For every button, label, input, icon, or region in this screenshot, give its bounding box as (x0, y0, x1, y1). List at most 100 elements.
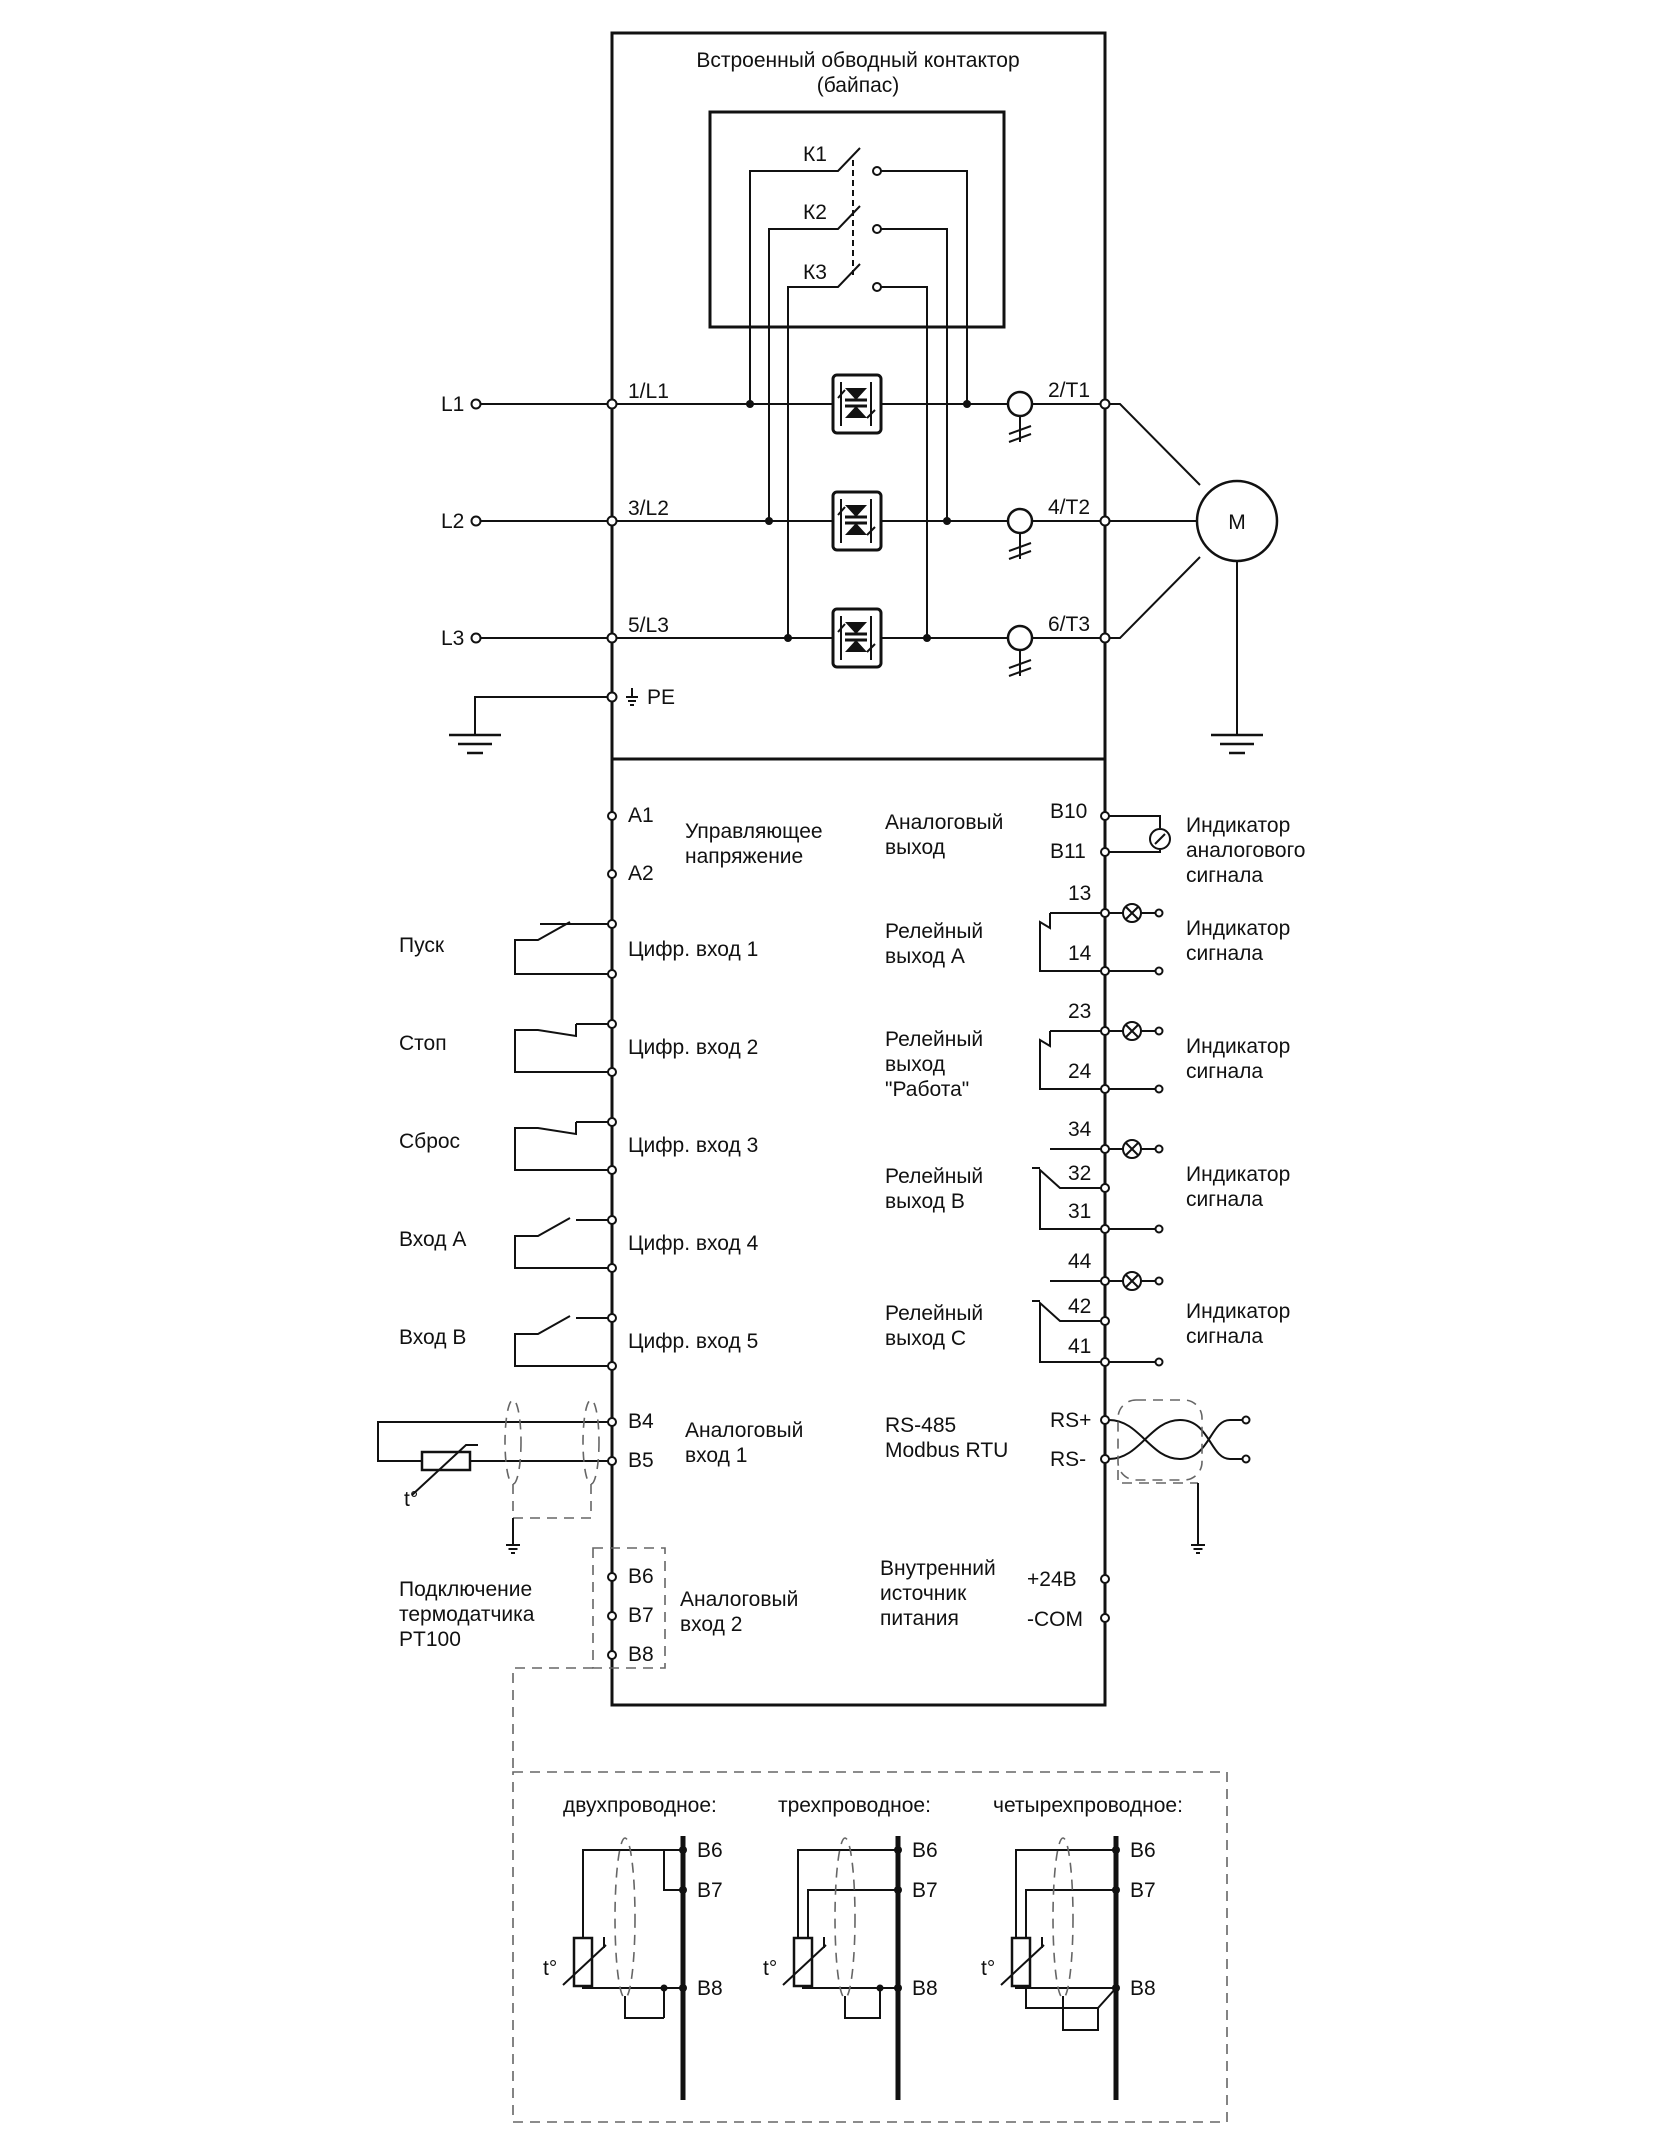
digital-input-3-label: Цифр. вход 3 (628, 1134, 758, 1157)
l3-label: L3 (441, 627, 464, 650)
digital-input-1-label: Цифр. вход 1 (628, 938, 758, 961)
four-wire-sensor-icon (1010, 1936, 1032, 1988)
b8-label: B8 (628, 1643, 654, 1666)
indicator-b-label-1: Индикатор (1186, 1163, 1290, 1186)
analog-input-1-label-1: Аналоговый (685, 1419, 803, 1442)
two-wire-variant: двухпроводное: B6 B7 B8 t° (543, 1794, 723, 2100)
two-wire-b7: B7 (697, 1879, 723, 1902)
input-3l2-label: 3/L2 (628, 497, 669, 520)
relay-b-label-2: выход В (885, 1190, 965, 1213)
internal-power-supply: Внутренний источник питания +24В -COM (880, 1557, 1110, 1631)
three-wire-b6: B6 (912, 1839, 938, 1862)
shield-ground-right-icon (1190, 1544, 1206, 1554)
b7-label: B7 (628, 1604, 654, 1627)
relay-c-label-2: выход С (885, 1327, 966, 1350)
phase-wires (476, 400, 1105, 642)
two-wire-label: двухпроводное: (563, 1794, 717, 1817)
pe-ground-icon (447, 733, 503, 755)
analog-input-2-label-2: вход 2 (680, 1613, 742, 1636)
pt100-label-1: Подключение (399, 1578, 532, 1601)
bypass-title: Встроенный обводный контактор (696, 49, 1019, 72)
a2-label: A2 (628, 862, 654, 885)
relay-run-label-3: "Работа" (885, 1078, 969, 1101)
contact-k2-label: К2 (803, 201, 827, 224)
psu-label-1: Внутренний (880, 1557, 996, 1580)
control-voltage-label-2: напряжение (685, 845, 803, 868)
contact-k3-label: К3 (803, 261, 827, 284)
indicator-run-label-2: сигнала (1186, 1060, 1263, 1083)
b10-label: B10 (1050, 800, 1087, 823)
thermistor-icon (420, 1450, 472, 1472)
digital-input-3: Сброс Цифр. вход 3 (399, 1117, 758, 1175)
shield-ground-left-icon (505, 1544, 521, 1554)
input-5l3-label: 5/L3 (628, 614, 669, 637)
thyristor-l1-icon (831, 373, 883, 435)
analog-output: Аналоговый выход B10 B11 Индикатор анало… (885, 800, 1305, 887)
supply-terminals: L1 L2 L3 1/L1 3/L2 5/L3 (441, 380, 669, 650)
analog-indicator-label-1: Индикатор (1186, 814, 1290, 837)
input-a-name: Вход А (399, 1228, 466, 1251)
output-4t2-label: 4/T2 (1048, 496, 1090, 519)
motor-ground-icon (1209, 733, 1265, 755)
plus24-label: +24В (1027, 1568, 1077, 1591)
relay-b-label-1: Релейный (885, 1165, 983, 1188)
pt100-label-3: PT100 (399, 1628, 461, 1651)
relay-output-c: Релейный выход С 44 42 41 Индикатор сигн… (885, 1250, 1290, 1367)
three-wire-variant: трехпроводное: B6 B7 B8 t° (763, 1794, 938, 2100)
input-stop-name: Стоп (399, 1032, 447, 1055)
signal-lamp-b-icon (1122, 1139, 1142, 1159)
rs485-port: RS-485 Modbus RTU RS+ RS- (885, 1399, 1251, 1554)
relay-c-label-1: Релейный (885, 1302, 983, 1325)
pe-connection: PE (447, 686, 675, 755)
indicator-a-label-2: сигнала (1186, 942, 1263, 965)
output-6t3-label: 6/T3 (1048, 613, 1090, 636)
input-start-name: Пуск (399, 934, 445, 957)
rs-plus-label: RS+ (1050, 1409, 1091, 1432)
pe-ground-symbol-icon (626, 688, 638, 706)
relay-output-run: Релейный выход "Работа" 23 24 Индикатор … (885, 1000, 1290, 1101)
two-wire-b6: B6 (697, 1839, 723, 1862)
two-wire-sensor-icon (572, 1936, 594, 1988)
b4-label: B4 (628, 1410, 654, 1433)
output-2t1-label: 2/T1 (1048, 379, 1090, 402)
four-wire-t: t° (981, 1957, 995, 1980)
four-wire-b7: B7 (1130, 1879, 1156, 1902)
relay-run-label-2: выход (885, 1053, 945, 1076)
current-transformer-t1-icon (1006, 390, 1034, 444)
four-wire-b8: B8 (1130, 1977, 1156, 2000)
analog-output-label-2: выход (885, 836, 945, 859)
t-deg-label: t° (404, 1488, 418, 1511)
relay-a-label-1: Релейный (885, 920, 983, 943)
b6-label: B6 (628, 1565, 654, 1588)
relay-output-b: Релейный выход В 34 32 31 Индикатор сигн… (885, 1118, 1290, 1234)
digital-input-2: Стоп Цифр. вход 2 (399, 1019, 758, 1077)
t13-label: 13 (1068, 882, 1091, 905)
control-voltage-label-1: Управляющее (685, 820, 823, 843)
pt100-label-2: термодатчика (399, 1603, 535, 1626)
analog-output-label-1: Аналоговый (885, 811, 1003, 834)
input-1l1-label: 1/L1 (628, 380, 669, 403)
relay-output-a: Релейный выход А 13 14 Индикатор сигнала (885, 882, 1290, 976)
three-wire-b8: B8 (912, 1977, 938, 2000)
thyristor-l2-icon (831, 490, 883, 552)
t44-label: 44 (1068, 1250, 1092, 1273)
com-label: -COM (1027, 1608, 1083, 1631)
t24-label: 24 (1068, 1060, 1092, 1083)
current-transformer-t3-icon (1006, 624, 1034, 678)
digital-input-2-label: Цифр. вход 2 (628, 1036, 758, 1059)
indicator-c-label-1: Индикатор (1186, 1300, 1290, 1323)
l2-label: L2 (441, 510, 464, 533)
relay-a-label-2: выход А (885, 945, 965, 968)
three-wire-t: t° (763, 1957, 777, 1980)
three-wire-label: трехпроводное: (778, 1794, 931, 1817)
indicator-run-label-1: Индикатор (1186, 1035, 1290, 1058)
analog-indicator-label-2: аналогового (1186, 839, 1305, 862)
motor-label: M (1228, 511, 1246, 534)
control-voltage-terminals: A1 A2 Управляющее напряжение (607, 804, 823, 885)
t32-label: 32 (1068, 1162, 1091, 1185)
four-wire-b6: B6 (1130, 1839, 1156, 1862)
t41-label: 41 (1068, 1335, 1091, 1358)
analog-input-2-label-1: Аналоговый (680, 1588, 798, 1611)
two-wire-b8: B8 (697, 1977, 723, 2000)
rs485-label-2: Modbus RTU (885, 1439, 1008, 1462)
